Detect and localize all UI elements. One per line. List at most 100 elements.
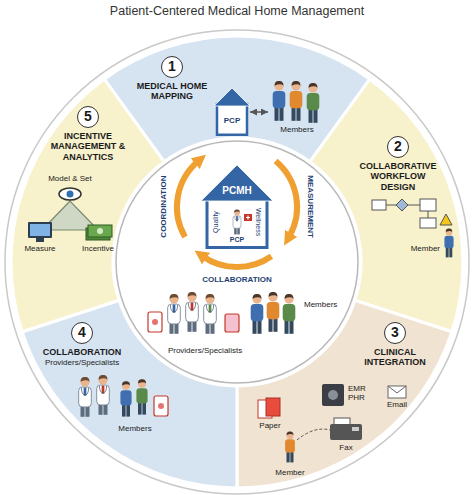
segment-panel: 3CLINICAL INTEGRATION bbox=[355, 322, 435, 370]
segment-heading: 4COLLABORATIONProviders/Specialists bbox=[38, 322, 126, 368]
cycle-label: COORDINATION bbox=[159, 167, 168, 247]
member-figure bbox=[267, 292, 280, 332]
collaboration-figures bbox=[79, 375, 168, 417]
node-label: PCP bbox=[214, 116, 250, 125]
figure-label: Members bbox=[115, 424, 155, 433]
segment-heading: 1MEDICAL HOME MAPPING bbox=[132, 56, 212, 102]
doctor-figure bbox=[233, 209, 241, 234]
segment-panel: 4COLLABORATIONProviders/Specialists bbox=[38, 322, 126, 370]
label-box: Members bbox=[304, 300, 348, 309]
safe-icon bbox=[322, 384, 344, 406]
title-box: Patient-Centered Medical Home Management bbox=[0, 4, 474, 18]
center-providers bbox=[148, 292, 216, 334]
label-box: Member bbox=[270, 468, 310, 477]
fax-keys bbox=[352, 427, 359, 431]
envelope-icon bbox=[388, 386, 406, 398]
figure-label: Paper bbox=[250, 421, 290, 430]
segment1-members bbox=[273, 81, 320, 123]
member-figure bbox=[285, 431, 295, 462]
inner-circle bbox=[116, 141, 358, 383]
pcmh-house: PCMH PCPQuality Wellness bbox=[201, 165, 273, 249]
cycle-label: MEASUREMENT bbox=[305, 167, 314, 247]
member-figure bbox=[290, 81, 303, 121]
member-figure bbox=[136, 379, 147, 414]
connector-group bbox=[250, 112, 268, 113]
member-figure bbox=[120, 381, 131, 416]
house-roof bbox=[214, 88, 250, 106]
safe-dial bbox=[328, 390, 338, 400]
label-box: Measure bbox=[20, 244, 60, 253]
label-box: MEASUREMENT bbox=[305, 167, 314, 247]
member-group: Members bbox=[268, 80, 326, 136]
member-figure bbox=[444, 229, 453, 258]
double-arrow-connector bbox=[250, 111, 268, 113]
figure-label: Measure bbox=[20, 244, 60, 253]
figure-label: Fax bbox=[326, 443, 366, 452]
figure-label: Email bbox=[377, 400, 417, 409]
label-box: Incentive bbox=[78, 244, 118, 253]
member-figure bbox=[283, 294, 296, 334]
node-label: Members bbox=[268, 125, 326, 134]
node-text-box: Quality bbox=[212, 207, 220, 237]
money-mark bbox=[97, 228, 103, 234]
label-box: COLLABORATION bbox=[197, 275, 277, 284]
label-box: Fax bbox=[326, 443, 366, 452]
node-label: Quality bbox=[212, 207, 220, 237]
figure-label: Incentive bbox=[78, 244, 118, 253]
warning-sign bbox=[440, 214, 452, 225]
fax-icon bbox=[330, 424, 362, 440]
pcmh-house-figures bbox=[233, 209, 252, 234]
doctor-figure bbox=[186, 292, 199, 332]
callout-number: 4 bbox=[71, 322, 93, 344]
flow-line bbox=[408, 205, 420, 206]
doctor-figure bbox=[168, 294, 181, 334]
cycle-arrow bbox=[276, 161, 297, 237]
workflow-icon bbox=[372, 199, 452, 228]
cycle-arrow bbox=[177, 161, 198, 237]
segment-panel: 5INCENTIVE MANAGEMENT & ANALYTICS bbox=[48, 106, 128, 165]
figure-label: Members bbox=[304, 300, 348, 309]
node-text-box: PCMH bbox=[201, 185, 273, 197]
node-label: PCP bbox=[221, 236, 253, 244]
figure-label: Member bbox=[400, 244, 440, 253]
callout-number: 2 bbox=[387, 136, 409, 158]
label-box: Model & Set bbox=[40, 174, 100, 183]
tablet-icon bbox=[148, 312, 162, 332]
figure-label: Model & Set bbox=[40, 174, 100, 183]
node-text-box: Members bbox=[268, 125, 326, 134]
money-icon bbox=[88, 225, 112, 237]
paper-icon bbox=[266, 398, 280, 416]
monitor-icon bbox=[28, 222, 52, 238]
node-label: PCMH bbox=[201, 185, 273, 197]
health-kit-cross bbox=[246, 216, 250, 220]
callout-number: 3 bbox=[384, 322, 406, 344]
incentive-triangle bbox=[28, 188, 112, 242]
segment-panel: 2COLLABORATIVE WORKFLOW DESIGN bbox=[353, 136, 443, 195]
figure-label: Member bbox=[270, 468, 310, 477]
member-figure bbox=[273, 81, 286, 121]
label-box: Member bbox=[400, 244, 440, 253]
callout-number: 5 bbox=[77, 106, 99, 128]
monitor-screen bbox=[30, 224, 50, 236]
figure-label: EMR PHR bbox=[348, 384, 376, 402]
segment-title: COLLABORATIVE WORKFLOW DESIGN bbox=[353, 161, 443, 192]
label-box: COORDINATION bbox=[159, 167, 168, 247]
monitor-stand bbox=[36, 238, 44, 242]
dashed-link bbox=[297, 429, 330, 440]
segment-subtitle: Providers/Specialists bbox=[45, 358, 119, 367]
flow-diamond bbox=[396, 199, 408, 211]
figure-label: Providers/Specialists bbox=[160, 346, 250, 355]
segment-heading: 3CLINICAL INTEGRATION bbox=[355, 322, 435, 368]
node-text-box: PCP bbox=[214, 116, 250, 125]
doctor-figure bbox=[204, 294, 217, 334]
label-box: EMR PHR bbox=[348, 384, 376, 402]
house-roof bbox=[201, 165, 273, 201]
flow-line bbox=[386, 205, 396, 206]
label-box: Paper bbox=[250, 421, 290, 430]
node-text-box: Wellness bbox=[254, 204, 262, 240]
cycle-label: COLLABORATION bbox=[197, 275, 277, 284]
node-text-box: PCP bbox=[221, 236, 253, 244]
